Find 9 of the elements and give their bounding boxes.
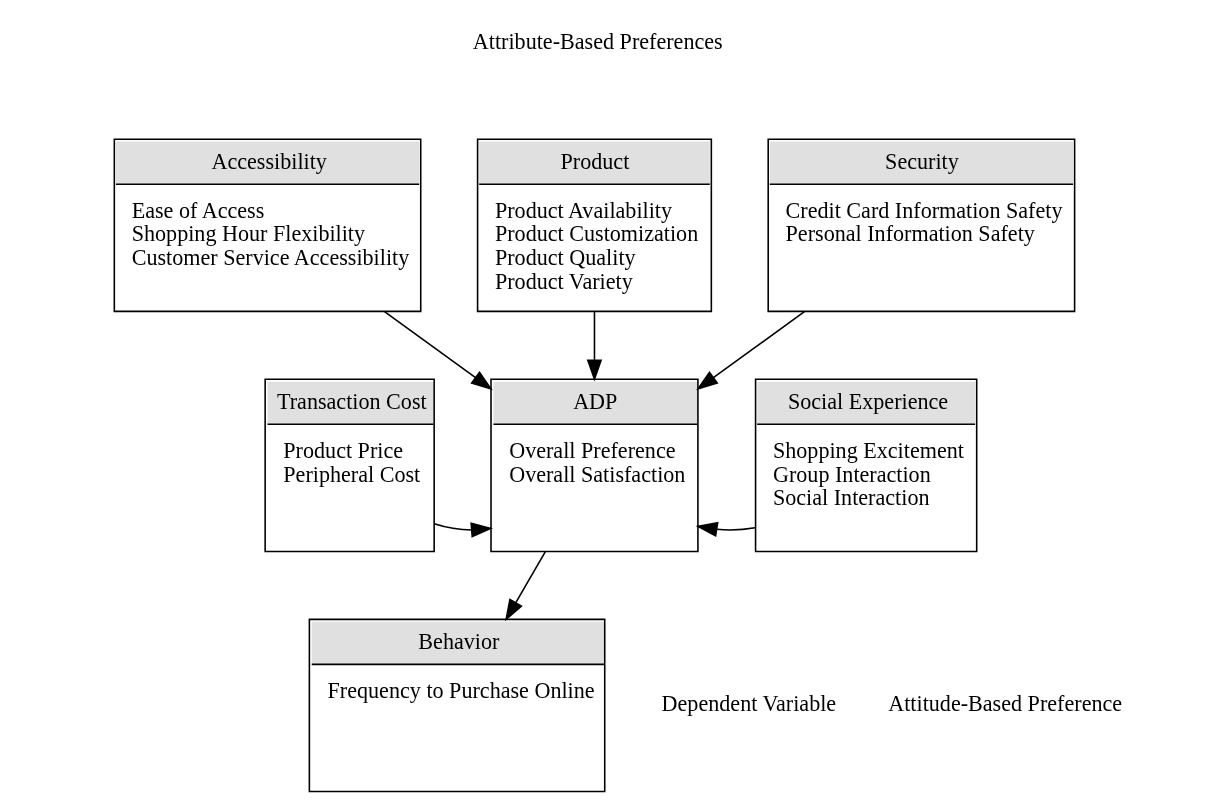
arrow (383, 310, 493, 391)
arrow (433, 522, 493, 538)
arrow (696, 310, 806, 391)
label: Attribute-Based Preferences (472, 28, 723, 54)
label: Dependent Variable (661, 691, 837, 717)
arrow (586, 310, 603, 382)
arrow (504, 551, 547, 622)
label: Attitude-Based Preference (888, 691, 1123, 717)
arrow (695, 521, 756, 538)
